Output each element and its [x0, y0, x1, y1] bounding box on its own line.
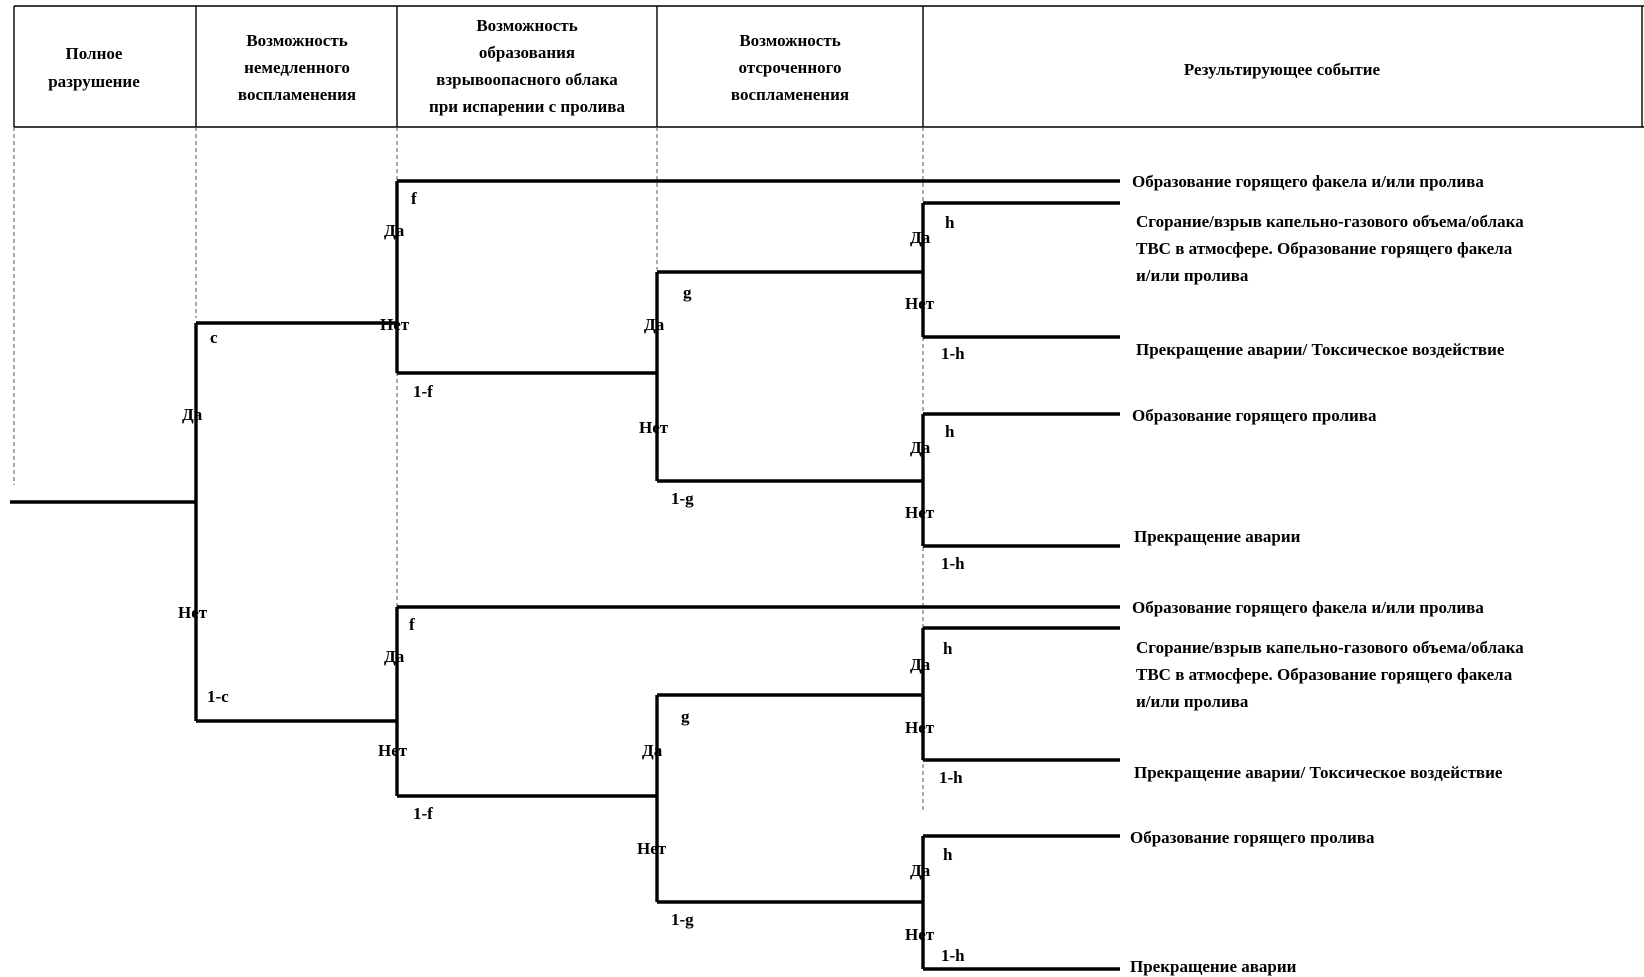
column-guides: [13, 127, 924, 812]
label-no-immediate-lower: Нет: [378, 741, 408, 760]
prob-c: c: [210, 328, 218, 347]
header-col-cloud-line4: при испарении с пролива: [429, 97, 625, 116]
label-yes-immediate-lower: Да: [384, 647, 405, 666]
label-no-delayed-3: Нет: [905, 718, 935, 737]
label-yes-delayed-4: Да: [910, 861, 931, 880]
header-table: Полное разрушение Возможность немедленно…: [13, 5, 1644, 128]
prob-not-h-2: 1-h: [941, 554, 965, 573]
tree-branches: [10, 179, 1120, 971]
outcome-1-torch-or-spill: Образование горящего факела и/или пролив…: [1132, 172, 1484, 191]
label-no-delayed-1: Нет: [905, 294, 935, 313]
outcome-7-cloud-explosion-line2: ТВС в атмосфере. Образование горящего фа…: [1136, 665, 1513, 684]
header-col-immediate-line3: воспламенения: [238, 85, 356, 104]
prob-f-upper: f: [411, 189, 417, 208]
outcome-9-burning-spill: Образование горящего пролива: [1130, 828, 1375, 847]
label-no-root: Нет: [178, 603, 208, 622]
header-col-delayed-line3: воспламенения: [731, 85, 849, 104]
prob-h-4: h: [943, 845, 953, 864]
outcome-2-cloud-explosion-line1: Сгорание/взрыв капельно-газового объема/…: [1136, 212, 1524, 231]
header-col-cloud-line1: Возможность: [476, 16, 577, 35]
prob-h-2: h: [945, 422, 955, 441]
header-col-immediate-line1: Возможность: [246, 31, 347, 50]
outcomes: Образование горящего факела и/или пролив…: [1130, 172, 1524, 976]
label-no-delayed-4: Нет: [905, 925, 935, 944]
header-col-delayed-line2: отсроченного: [739, 58, 842, 77]
prob-not-f-lower: 1-f: [413, 804, 433, 823]
header-col-result: Результирующее событие: [1184, 60, 1381, 79]
label-yes-delayed-2: Да: [910, 438, 931, 457]
outcome-5-stop: Прекращение аварии: [1134, 527, 1301, 546]
label-yes-delayed-3: Да: [910, 655, 931, 674]
prob-g-upper: g: [683, 283, 692, 302]
header-col-delayed-line1: Возможность: [739, 31, 840, 50]
outcome-3-stop-toxic: Прекращение аварии/ Токсическое воздейст…: [1136, 340, 1505, 359]
outcome-7-cloud-explosion-line3: и/или пролива: [1136, 692, 1249, 711]
prob-h-3: h: [943, 639, 953, 658]
label-yes-cloud-upper: Да: [644, 315, 665, 334]
label-no-delayed-2: Нет: [905, 503, 935, 522]
prob-not-h-4: 1-h: [941, 946, 965, 965]
label-no-immediate-upper: Нет: [380, 315, 410, 334]
prob-not-f-upper: 1-f: [413, 382, 433, 401]
prob-h-1: h: [945, 213, 955, 232]
outcome-6-torch-or-spill: Образование горящего факела и/или пролив…: [1132, 598, 1484, 617]
header-col-destruction-line1: Полное: [66, 44, 123, 63]
label-yes-root: Да: [182, 405, 203, 424]
prob-g-lower: g: [681, 707, 690, 726]
probability-labels: c 1-c f 1-f f 1-f g 1-g g 1-g h 1-h h 1-…: [207, 189, 965, 965]
header-col-cloud-line3: взрывоопасного облака: [436, 70, 618, 89]
header-col-immediate-line2: немедленного: [244, 58, 350, 77]
label-yes-delayed-1: Да: [910, 228, 931, 247]
prob-not-g-lower: 1-g: [671, 910, 694, 929]
label-no-cloud-lower: Нет: [637, 839, 667, 858]
branch-labels: Да Нет Да Нет Да Нет Да Нет Да Нет Да Не…: [178, 221, 935, 944]
outcome-2-cloud-explosion-line2: ТВС в атмосфере. Образование горящего фа…: [1136, 239, 1513, 258]
prob-not-h-3: 1-h: [939, 768, 963, 787]
label-no-cloud-upper: Нет: [639, 418, 669, 437]
prob-not-h-1: 1-h: [941, 344, 965, 363]
header-col-cloud-line2: образования: [479, 43, 575, 62]
outcome-4-burning-spill: Образование горящего пролива: [1132, 406, 1377, 425]
prob-not-g-upper: 1-g: [671, 489, 694, 508]
label-yes-immediate-upper: Да: [384, 221, 405, 240]
outcome-2-cloud-explosion-line3: и/или пролива: [1136, 266, 1249, 285]
prob-f-lower: f: [409, 615, 415, 634]
outcome-10-stop: Прекращение аварии: [1130, 957, 1297, 976]
prob-not-c: 1-c: [207, 687, 229, 706]
outcome-7-cloud-explosion-line1: Сгорание/взрыв капельно-газового объема/…: [1136, 638, 1524, 657]
label-yes-cloud-lower: Да: [642, 741, 663, 760]
header-col-destruction-line2: разрушение: [48, 72, 140, 91]
outcome-8-stop-toxic: Прекращение аварии/ Токсическое воздейст…: [1134, 763, 1503, 782]
